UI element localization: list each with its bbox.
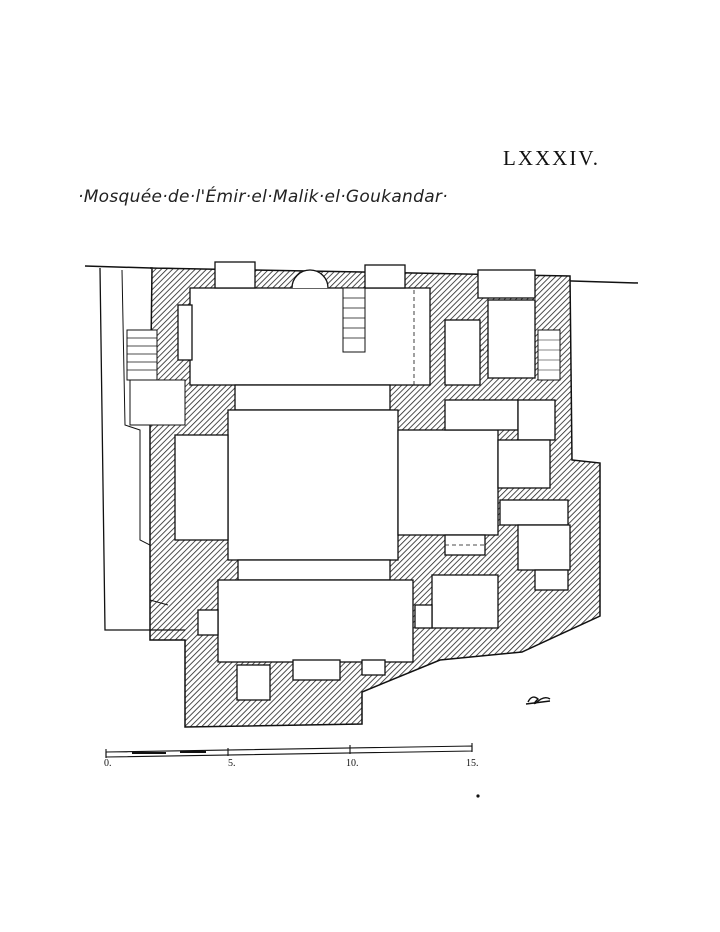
plan-title: ·Mosquée·de·l'Émir·el·Malik·el·Goukandar…: [78, 187, 448, 207]
central-court: [227, 409, 399, 561]
north-hall: [189, 287, 431, 386]
south-hall: [217, 579, 414, 663]
scale-tick-0: 0.: [104, 758, 112, 769]
east-iwan: [397, 429, 499, 536]
scale-bar: [105, 743, 473, 758]
stair-west: [126, 329, 158, 381]
south-passage: [237, 559, 391, 581]
mihrab-niche: [291, 269, 329, 289]
signature-mark: [525, 696, 551, 705]
scale-tick-10: 10.: [346, 758, 359, 769]
rooms: [174, 261, 571, 701]
west-iwan: [174, 434, 229, 541]
plate-number: LXXXIV.: [503, 146, 601, 170]
scale-tick-5: 5.: [228, 758, 236, 769]
north-passage: [234, 384, 391, 411]
west-wall-outline: [99, 267, 185, 631]
scale-tick-15: 15.: [466, 758, 479, 769]
north-stair: [342, 287, 366, 353]
